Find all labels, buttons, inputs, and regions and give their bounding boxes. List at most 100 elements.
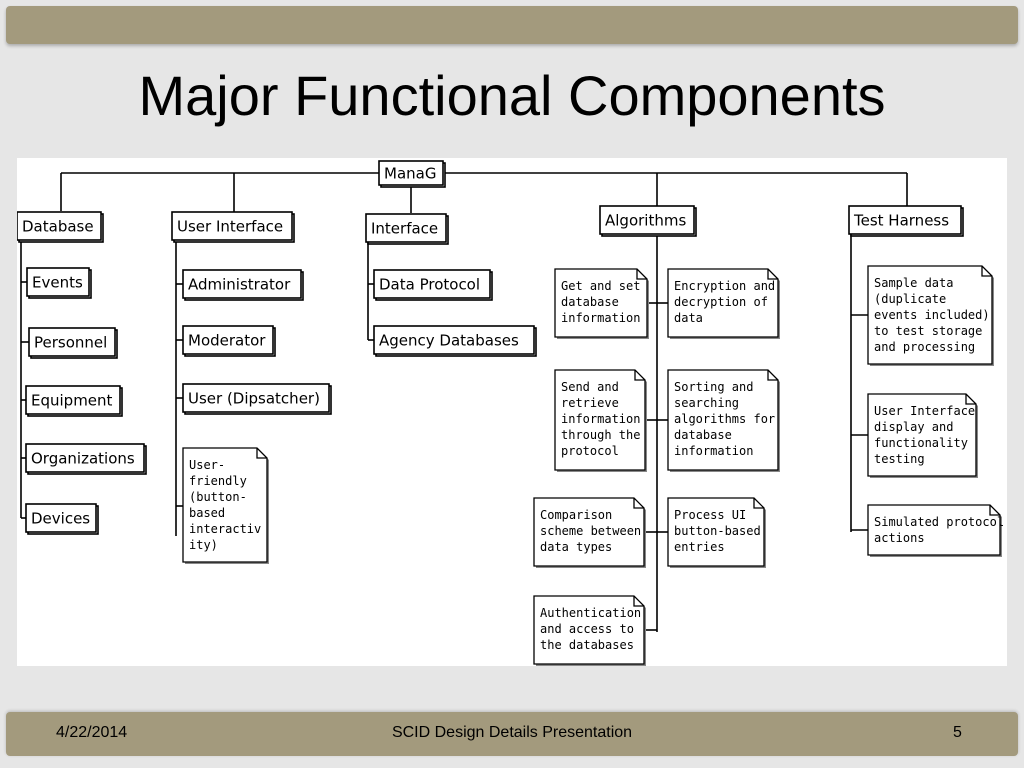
node-organizations-label: Organizations: [31, 450, 135, 468]
note-user-friendly-line: User-: [189, 458, 225, 472]
note-user-friendly-line: ity): [189, 538, 218, 552]
note-th-sample-data-line: (duplicate: [874, 292, 946, 306]
note-alg-authentication-line: and access to: [540, 622, 634, 636]
node-data-protocol-label: Data Protocol: [379, 276, 480, 294]
node-moderator-box: [182, 325, 274, 355]
node-administrator: Administrator: [182, 269, 304, 301]
node-devices-label: Devices: [31, 510, 90, 528]
note-alg-process-ui-line: Process UI: [674, 508, 746, 522]
node-events: Events: [26, 267, 92, 299]
footer-bar: [6, 712, 1018, 756]
note-alg-send-and-line: information: [561, 412, 640, 426]
note-user-friendly-body: [182, 447, 268, 563]
note-alg-send-and-body: [554, 369, 646, 471]
component-hierarchy-diagram: ManaG DatabaseEventsPersonnelEquipmentOrg…: [17, 160, 1004, 666]
note-th-simulated-protocol-body: [867, 504, 1001, 556]
note-th-sample-data-body: [867, 265, 993, 365]
note-alg-sorting-and-line: algorithms for: [674, 412, 775, 426]
node-equipment-box: [25, 385, 121, 415]
branch-database-label: Database: [22, 218, 94, 236]
note-th-user-interface-line: testing: [874, 452, 925, 466]
note-alg-encryption-and: Encryption and decryption of data: [667, 268, 780, 339]
node-agency-databases-box: [373, 325, 535, 355]
node-events-label: Events: [32, 274, 83, 292]
branch-interface-box: [365, 213, 447, 243]
node-moderator: Moderator: [182, 325, 276, 357]
branch-test-harness-label: Test Harness: [853, 212, 949, 230]
page-number: 5: [953, 724, 962, 741]
note-th-user-interface-line: functionality: [874, 436, 968, 450]
node-equipment-label: Equipment: [31, 392, 113, 410]
node-data-protocol: Data Protocol: [373, 269, 493, 301]
footer-presentation-title: SCID Design Details Presentation: [391, 724, 633, 741]
note-alg-get-and-set-fold: [636, 269, 647, 280]
node-events-box: [26, 267, 90, 297]
note-alg-encryption-and-line: Encryption and: [674, 279, 775, 293]
branch-user-interface-label: User Interface: [177, 218, 283, 236]
node-agency-databases: Agency Databases: [373, 325, 537, 357]
node-devices: Devices: [25, 503, 99, 535]
note-alg-authentication-line: the databases: [540, 638, 634, 652]
note-user-friendly-line: interactiv: [189, 522, 261, 536]
note-alg-get-and-set-body: [554, 268, 648, 338]
note-alg-authentication-line: Authentication: [540, 606, 641, 620]
node-organizations-box: [25, 443, 145, 473]
note-alg-sorting-and-line: information: [674, 444, 753, 458]
note-alg-authentication: Authentication and access to the databases: [533, 595, 646, 666]
node-agency-databases-label: Agency Databases: [379, 332, 519, 350]
branch-interface-label: Interface: [371, 220, 438, 238]
note-th-sample-data-line: Sample data: [874, 276, 953, 290]
branch-algorithms-box: [599, 205, 695, 235]
note-alg-send-and-line: protocol: [561, 444, 619, 458]
note-alg-comparison-body: [533, 497, 645, 567]
note-alg-sorting-and-line: database: [674, 428, 732, 442]
note-alg-send-and-line: through the: [561, 428, 640, 442]
note-th-sample-data-fold: [981, 266, 992, 277]
branch-algorithms: Algorithms: [599, 205, 697, 237]
note-alg-encryption-and-fold: [767, 269, 778, 280]
note-alg-encryption-and-line: decryption of: [674, 295, 768, 309]
note-alg-process-ui-body: [667, 497, 765, 567]
note-th-sample-data-line: and processing: [874, 340, 975, 354]
node-administrator-box: [182, 269, 302, 299]
node-administrator-label: Administrator: [188, 276, 291, 294]
node-organizations: Organizations: [25, 443, 147, 475]
note-user-friendly-line: based: [189, 506, 225, 520]
note-alg-process-ui-fold: [753, 498, 764, 509]
note-user-friendly-line: friendly: [189, 474, 247, 488]
root-node-manag: ManaG: [378, 160, 446, 188]
note-th-simulated-protocol-fold: [989, 505, 1000, 516]
note-alg-encryption-and-line: data: [674, 311, 703, 325]
note-th-user-interface-line: User Interface: [874, 404, 975, 418]
branch-interface: Interface: [365, 213, 449, 245]
branch-algorithms-label: Algorithms: [605, 212, 686, 230]
slide-title: Major Functional Components: [138, 64, 886, 127]
branch-test-harness: Test Harness: [848, 205, 964, 237]
note-alg-sorting-and-body: [667, 369, 779, 471]
node-personnel-label: Personnel: [34, 334, 107, 352]
note-alg-comparison-fold: [633, 498, 644, 509]
note-alg-comparison-line: Comparison: [540, 508, 612, 522]
note-alg-sorting-and-line: searching: [674, 396, 739, 410]
note-th-simulated-protocol-line: actions: [874, 531, 925, 545]
note-alg-sorting-and-fold: [767, 370, 778, 381]
note-th-user-interface-fold: [965, 394, 976, 405]
top-decorative-bar: [6, 6, 1018, 44]
node-personnel: Personnel: [28, 327, 118, 359]
branch-user-interface: User Interface: [171, 211, 295, 243]
note-alg-send-and-line: Send and: [561, 380, 619, 394]
node-data-protocol-box: [373, 269, 491, 299]
note-alg-authentication-fold: [633, 596, 644, 607]
note-alg-send-and-line: retrieve: [561, 396, 619, 410]
node-user-dipsatcher-box: [182, 383, 330, 413]
note-alg-sorting-and-line: Sorting and: [674, 380, 753, 394]
branch-database-box: [17, 211, 102, 241]
footer-date: 4/22/2014: [56, 724, 128, 741]
